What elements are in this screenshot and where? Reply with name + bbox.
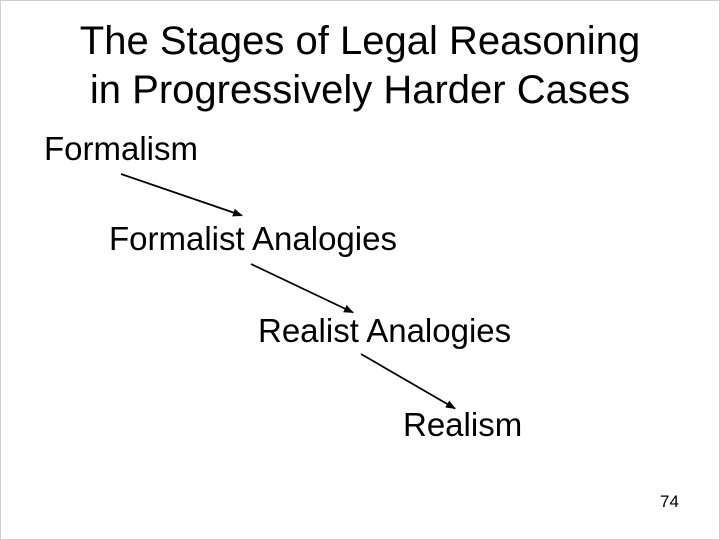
slide-title: The Stages of Legal Reasoning in Progres…: [1, 17, 719, 115]
arrow-formalist-analogies-to-realist-analogies: [250, 263, 354, 314]
stage-label-realism: Realism: [403, 406, 523, 443]
stage-label-realist-analogies: Realist Analogies: [258, 312, 512, 349]
slide-title-line-1: The Stages of Legal Reasoning: [79, 19, 641, 63]
slide-title-line-2: in Progressively Harder Cases: [89, 68, 631, 112]
stage-label-formalism: Formalism: [44, 130, 198, 167]
slide-page-number: 74: [660, 492, 679, 511]
stage-label-formalist-analogies: Formalist Analogies: [109, 220, 397, 257]
arrow-formalism-to-formalist-analogies: [120, 173, 243, 217]
arrow-realist-analogies-to-realism: [360, 353, 456, 410]
